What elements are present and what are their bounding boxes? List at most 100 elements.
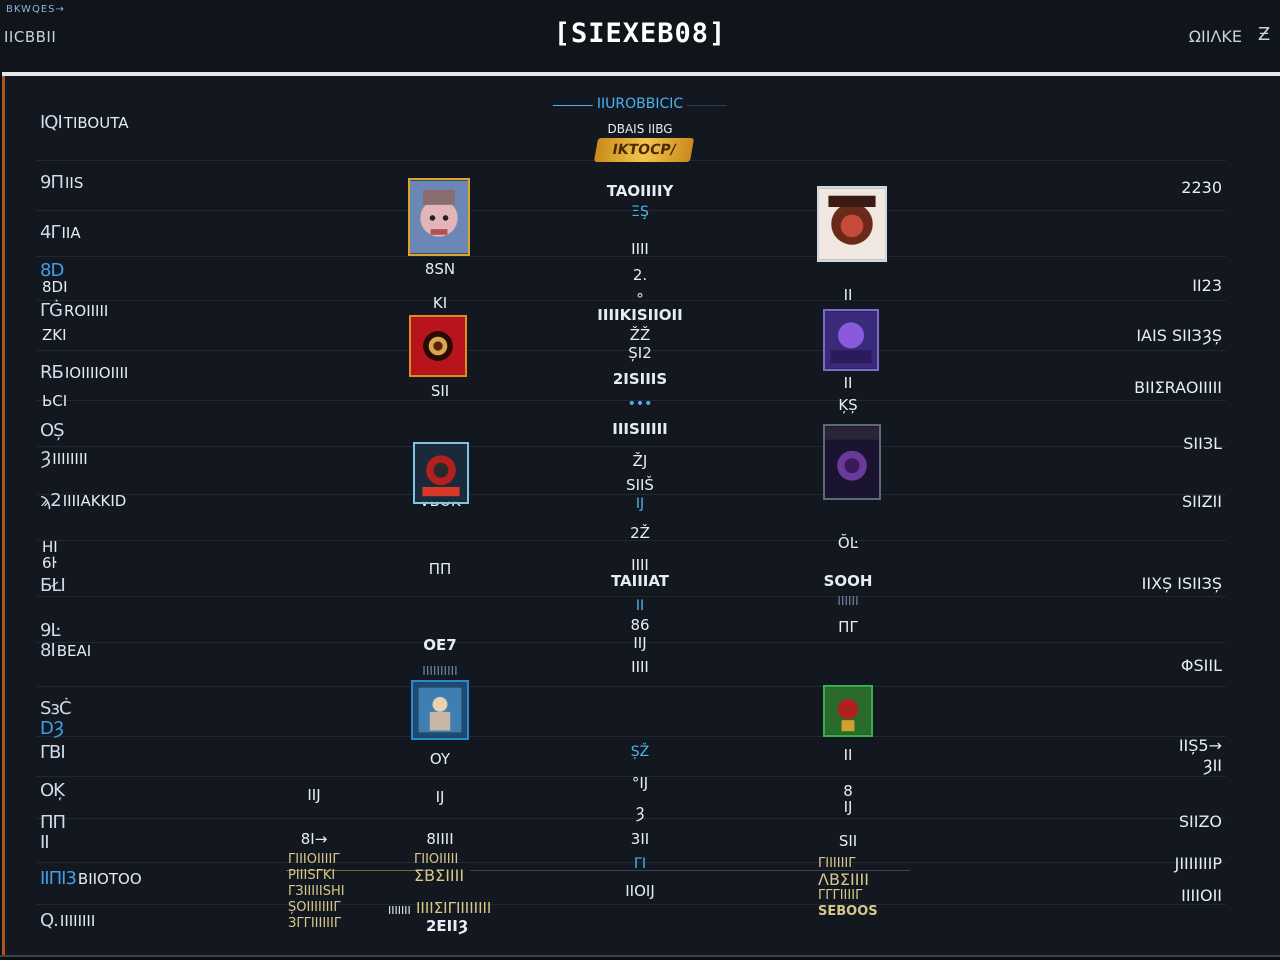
col-b-cell: IIIIII — [837, 594, 859, 608]
header-divider — [2, 72, 1280, 76]
row-separator — [36, 904, 1226, 905]
left-label-row: OȘ — [40, 420, 66, 441]
row-separator — [36, 494, 1226, 495]
bracket-left: ΓIIIOIIIIΓ PIIISΓKI ΓЗIIIIISHI ȘOIIIIIII… — [288, 852, 345, 932]
row-separator — [36, 446, 1226, 447]
left-label-text: HI — [42, 538, 58, 556]
right-value: ȜII — [1202, 756, 1222, 775]
left-label-row: DȜ — [40, 718, 65, 739]
col-mid-cell: ••• — [627, 396, 653, 412]
left-label-row: БŁI — [40, 575, 67, 596]
hero-portrait-a2[interactable] — [409, 315, 467, 377]
hero-portrait-b1[interactable] — [817, 186, 887, 262]
title-bar-right-label[interactable]: ΩΙΙΛΚΕ — [1188, 27, 1242, 46]
left-label-text: BEAI — [56, 642, 92, 660]
col-a-cell: SII — [430, 382, 450, 400]
col-mid-cell: ΞŞ — [631, 204, 649, 220]
left-label-text: IIS — [65, 174, 84, 192]
col-a-cell: OY — [429, 750, 451, 768]
hero-portrait-b3[interactable] — [823, 424, 881, 500]
left-label-text: 8DI — [42, 278, 68, 296]
col-mid-cell: 2ISIIIS — [612, 370, 668, 388]
left-label-number: 8I — [40, 640, 56, 661]
right-value: IAIS SIIЗȜȘ — [1136, 326, 1222, 345]
left-label-row: HI — [40, 536, 58, 557]
main-panel — [2, 76, 1280, 956]
left-label-text: IIIIAKKID — [62, 492, 127, 510]
row-separator — [36, 686, 1226, 687]
col-b-cell: IJ — [843, 798, 853, 816]
left-label-row: ZKI — [40, 324, 67, 345]
row-separator — [36, 862, 1226, 863]
left-label-row: ΓBI — [40, 742, 67, 763]
section-subcaption: DBAIS IIBG — [607, 122, 673, 136]
col-a-cell: 8SN — [424, 260, 456, 278]
window-title: [SIEXEB08] — [553, 18, 727, 49]
title-bar-left-label[interactable]: IICBBII — [4, 28, 57, 46]
close-icon[interactable]: Ƶ — [1257, 24, 1271, 45]
row-separator — [36, 642, 1226, 643]
right-value: SIIZII — [1182, 492, 1222, 511]
col-b-cell: 8 — [843, 782, 853, 800]
left-label-text: TIBOUTA — [63, 114, 129, 132]
bracket-b-line: ΓIIIIIIΓ — [818, 856, 856, 871]
bracket-left-line: ЗΓΓIIIIIIΓ — [288, 916, 342, 931]
left-label-row: SɜĊ — [40, 698, 73, 719]
left-label-number: OȘ — [40, 420, 65, 441]
col-mid-cell: IIII — [631, 240, 649, 258]
left-label-number: 4Γ — [40, 222, 61, 243]
col-a_left-cell: 8I→ — [300, 830, 328, 848]
row-separator — [36, 350, 1226, 351]
col-a-cell: IJ — [435, 788, 445, 806]
col-mid-cell: IIIIKISIIOII — [597, 306, 683, 324]
left-label-number: OĶ — [40, 780, 65, 801]
col-mid-cell: ΓΙ — [634, 856, 646, 872]
left-label-number: SɜĊ — [40, 698, 72, 719]
col-mid-cell: IIII — [631, 556, 649, 574]
row-separator — [36, 818, 1226, 819]
bracket-b-line: ΓΓΓIIIIΓ — [818, 888, 863, 903]
left-label-number: Q. — [40, 910, 59, 931]
bracket-a-score: 2EIIȜ — [426, 917, 469, 935]
col-mid-cell: IJ — [635, 496, 645, 512]
row-separator — [36, 400, 1226, 401]
bracket-a-prefix: IIIIIII — [388, 904, 411, 917]
left-label-number: ΓBI — [40, 742, 66, 763]
hero-portrait-a1[interactable] — [408, 178, 470, 256]
left-label-number: БŁI — [40, 575, 66, 596]
bracket-a-line: ΣBΣIIII — [414, 866, 465, 885]
right-value: ΦSIIL — [1180, 656, 1222, 675]
bracket-rule-left — [286, 870, 426, 871]
col-mid-cell: TAIIIAT — [610, 572, 670, 590]
col-b-cell: SII — [838, 832, 858, 850]
left-label-number: DȜ — [40, 718, 64, 739]
left-label-number: ΓĠ — [40, 300, 63, 321]
row-separator — [36, 256, 1226, 257]
left-label-text: IIIIIIII — [59, 912, 96, 930]
left-label-text: ЬCI — [42, 392, 68, 410]
hero-portrait-a3[interactable] — [413, 442, 469, 504]
hero-portrait-b2[interactable] — [823, 309, 879, 371]
left-label-number: IIΠI3 — [40, 868, 77, 889]
col-a-cell: ΠΠ — [428, 560, 452, 578]
left-label-number: 9Π — [40, 172, 64, 193]
bracket-b-line: ΛBΣIIII — [818, 870, 869, 889]
hero-portrait-b4[interactable] — [823, 685, 873, 737]
left-label-row: 9Ŀ — [40, 620, 61, 641]
right-value: IIXȘ ISIIЗȘ — [1141, 574, 1222, 593]
hero-portrait-a4[interactable] — [411, 680, 469, 740]
title-bar-small-label: BKWQES→ — [6, 4, 65, 15]
col-b-cell: ĶȘ — [838, 396, 858, 414]
col-mid-cell: TAOIIIIY — [606, 182, 674, 200]
right-value: BIIΣRAOIIIII — [1134, 378, 1222, 397]
col-mid-cell: ȘI2 — [628, 344, 652, 362]
right-value: IIIIOII — [1181, 886, 1222, 905]
left-label-text: ROIIIII — [63, 302, 109, 320]
col-mid-cell: 2Ž — [630, 524, 650, 542]
col-mid-cell: ° — [636, 290, 644, 308]
title-bar: BKWQES→ IICBBII [SIEXEB08] ΩΙΙΛΚΕ Ƶ — [0, 0, 1280, 74]
left-label-row: ЬCI — [40, 390, 67, 411]
